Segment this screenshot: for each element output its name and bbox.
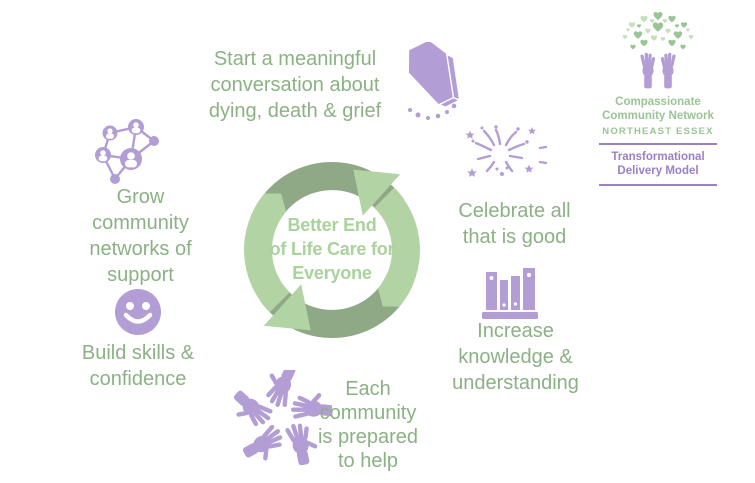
logo-org-name: Compassionate Community Network (602, 96, 714, 122)
logo-divider (599, 143, 717, 145)
logo-region: NORTHEAST ESSEX (602, 126, 714, 137)
heart-tree-icon (622, 12, 694, 89)
people-network-icon (95, 119, 159, 184)
logo-model-name: Transformational Delivery Model (611, 151, 705, 177)
books-icon (482, 268, 538, 319)
smiley-icon (115, 289, 161, 335)
label-knowledge: Increase knowledge & understanding (452, 320, 579, 394)
coffin-icon (408, 42, 462, 120)
logo-divider (599, 184, 717, 186)
center-line: of Life Care for (269, 239, 395, 259)
center-line: Better End (287, 215, 377, 235)
fireworks-icon (465, 125, 548, 177)
label-skills: Build skills & confidence (81, 342, 195, 390)
label-community: Each community is prepared to help (317, 378, 419, 472)
cycle-arrows-icon (244, 161, 420, 339)
center-label: Better End of Life Care for Everyone (242, 213, 422, 285)
label-celebrate: Celebrate all that is good (458, 200, 571, 248)
label-start-conversation: Start a meaningful conversation about dy… (208, 48, 382, 122)
label-networks: Grow community networks of support (89, 186, 192, 286)
center-line: Everyone (292, 263, 372, 283)
logo-block: Compassionate Community Network NORTHEAS… (583, 10, 733, 191)
